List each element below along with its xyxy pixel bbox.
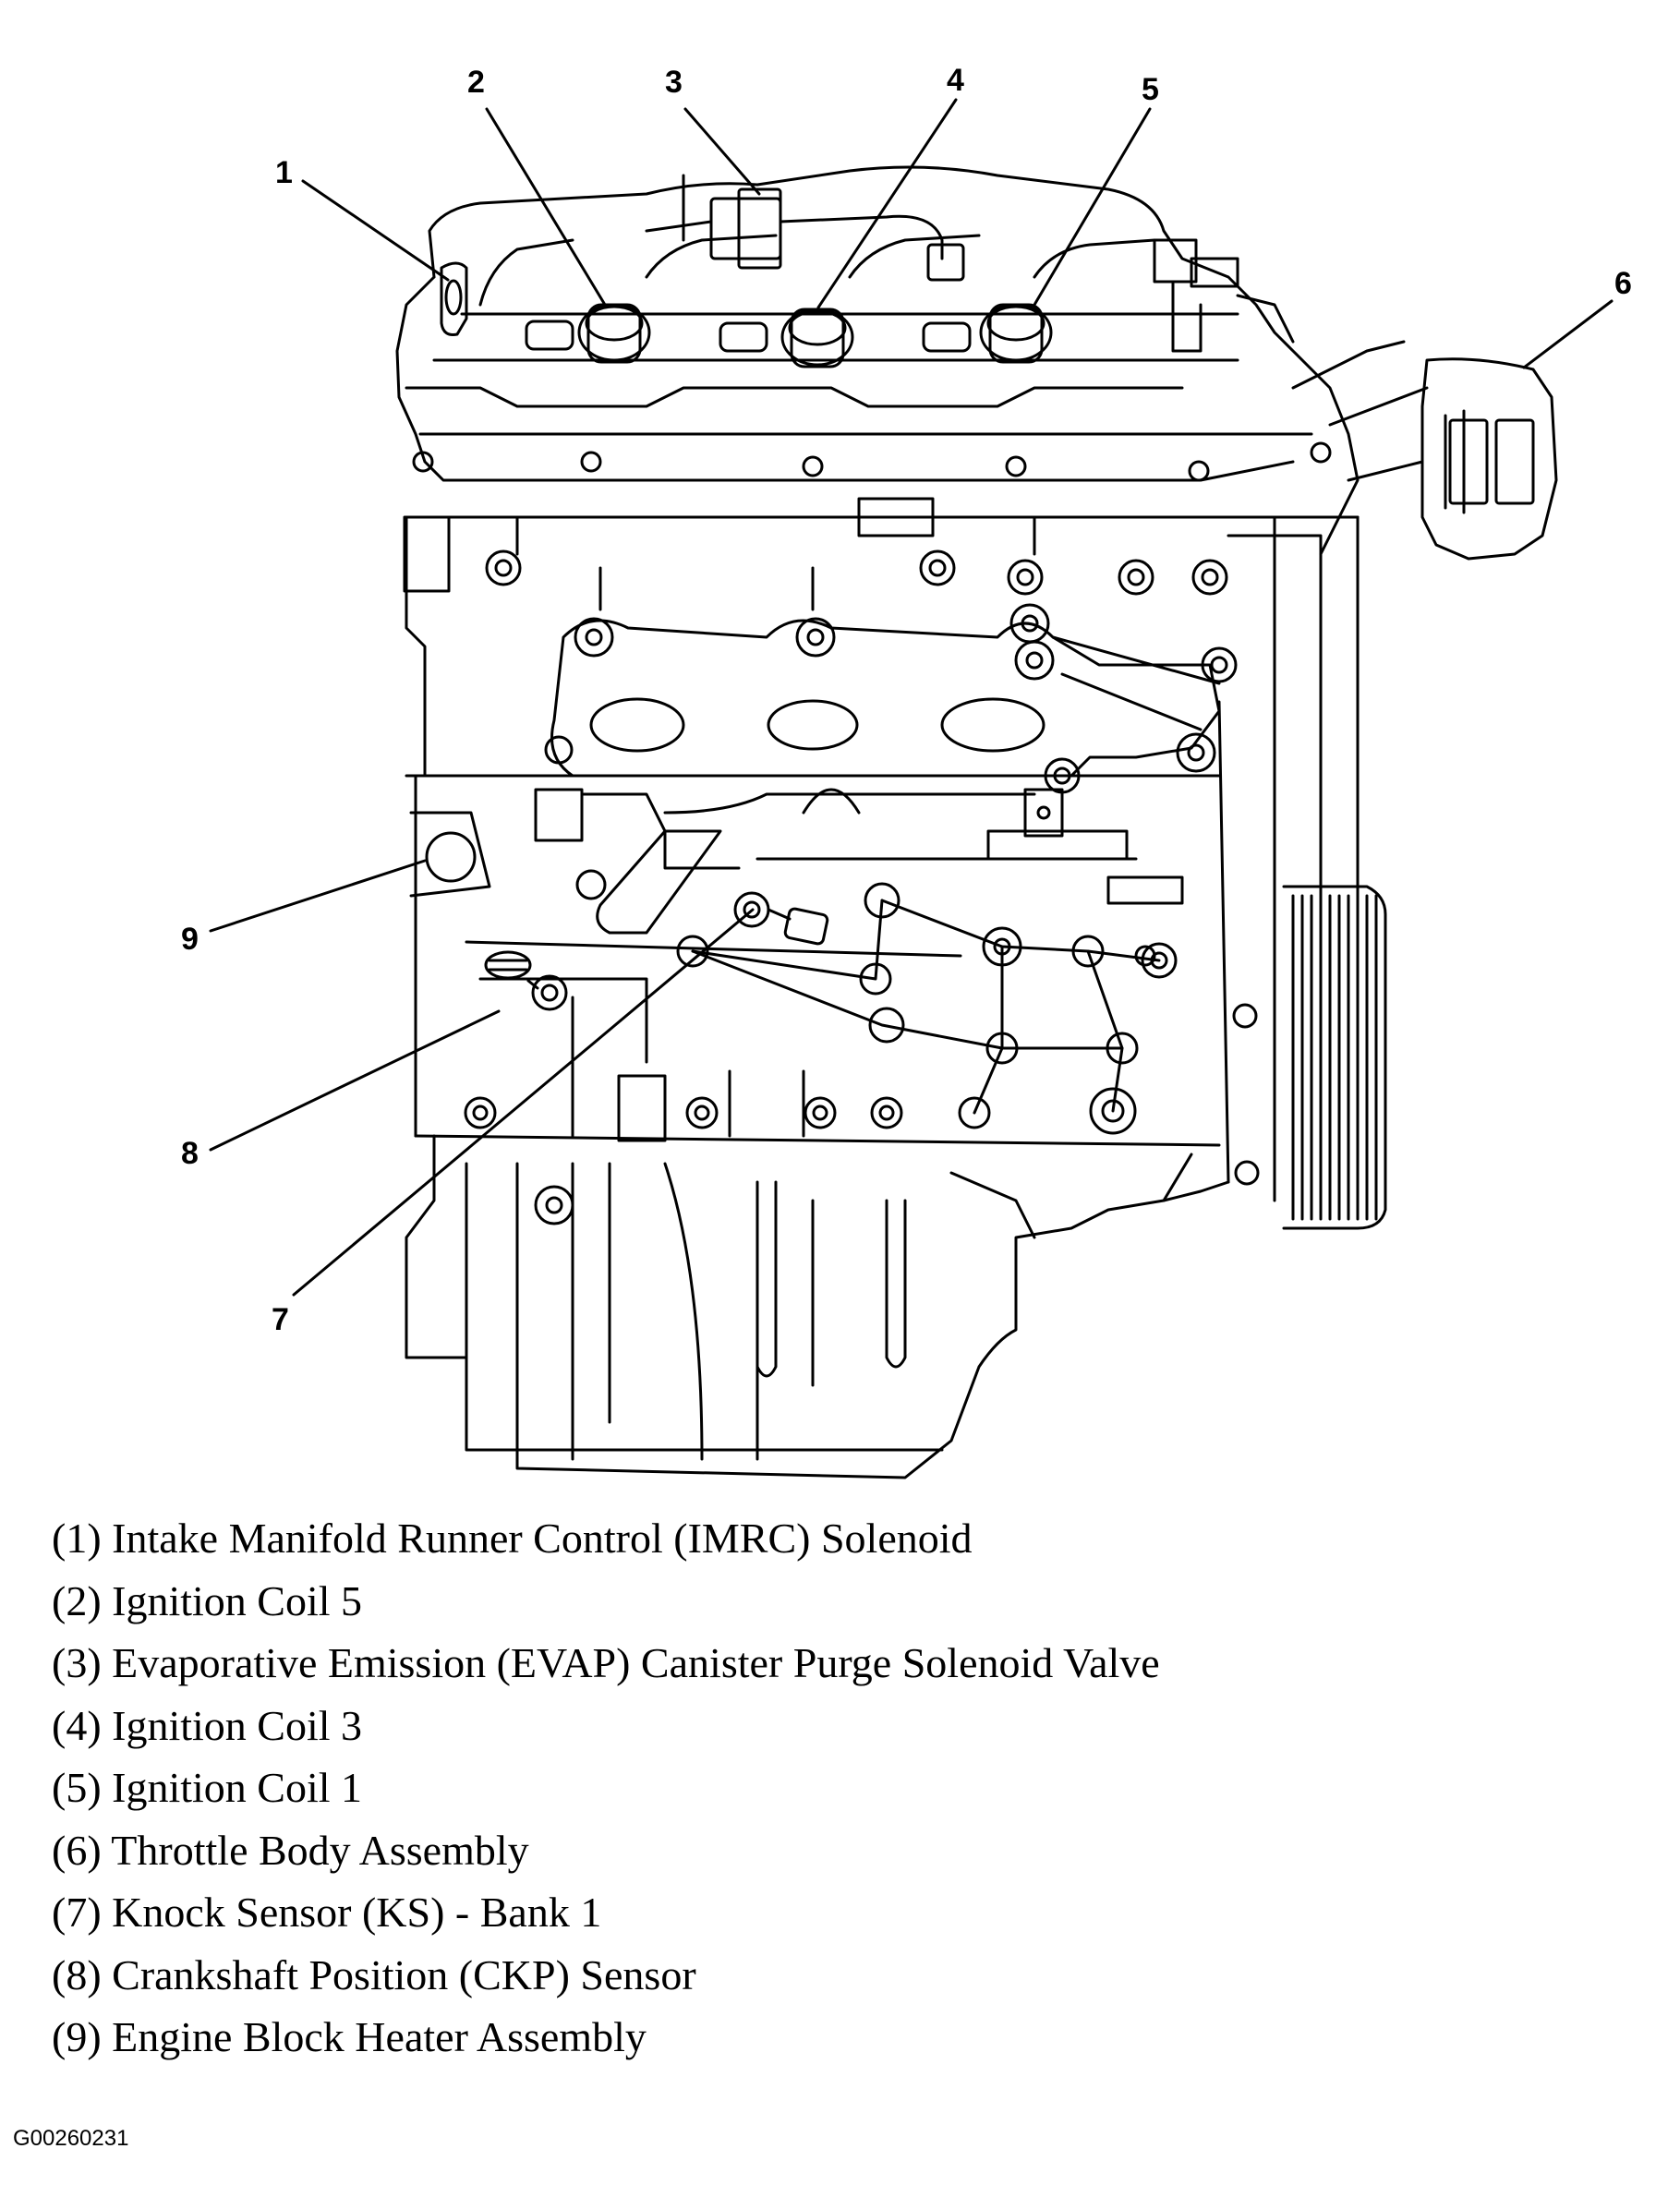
callout-numbers: 1 2 3 4 5 6 7 8 9: [181, 63, 1632, 1337]
leader-line-1: [301, 179, 450, 282]
figure-id: G00260231: [13, 2126, 129, 2151]
engine-diagram: 1 2 3 4 5 6 7 8 9: [181, 63, 1632, 1479]
leader-line-6: [1522, 299, 1614, 369]
leader-lines: [209, 98, 1614, 1297]
callout-2: 2: [467, 65, 485, 100]
legend-item: (5) Ignition Coil 1: [52, 1764, 363, 1811]
legend-item: (4) Ignition Coil 3: [52, 1701, 363, 1749]
engine-illustration: [395, 165, 1558, 1479]
callout-1: 1: [275, 155, 293, 190]
leader-line-3: [683, 107, 761, 196]
callout-8: 8: [181, 1136, 199, 1171]
callout-6: 6: [1614, 266, 1632, 301]
legend-item: (6) Throttle Body Assembly: [52, 1826, 529, 1874]
leader-line-5: [1033, 107, 1152, 307]
legend-item: (2) Ignition Coil 5: [52, 1576, 363, 1624]
legend-item: (7) Knock Sensor (KS) - Bank 1: [52, 1889, 602, 1936]
legend-item: (9) Engine Block Heater Assembly: [52, 2013, 647, 2060]
callout-3: 3: [665, 65, 683, 100]
leader-line-2: [485, 107, 607, 307]
callout-4: 4: [947, 63, 964, 98]
leader-line-7: [292, 908, 755, 1297]
leader-line-9: [209, 859, 427, 933]
legend-item: (8) Crankshaft Position (CKP) Sensor: [52, 1950, 696, 1998]
callout-7: 7: [272, 1302, 289, 1337]
legend-item: (3) Evaporative Emission (EVAP) Canister…: [52, 1639, 1160, 1686]
legend-item: (1) Intake Manifold Runner Control (IMRC…: [52, 1515, 973, 1562]
leader-line-8: [209, 1009, 501, 1152]
callout-5: 5: [1142, 72, 1159, 107]
component-legend: (1) Intake Manifold Runner Control (IMRC…: [52, 1507, 1160, 2069]
leader-line-4: [816, 98, 958, 309]
callout-9: 9: [181, 922, 199, 957]
